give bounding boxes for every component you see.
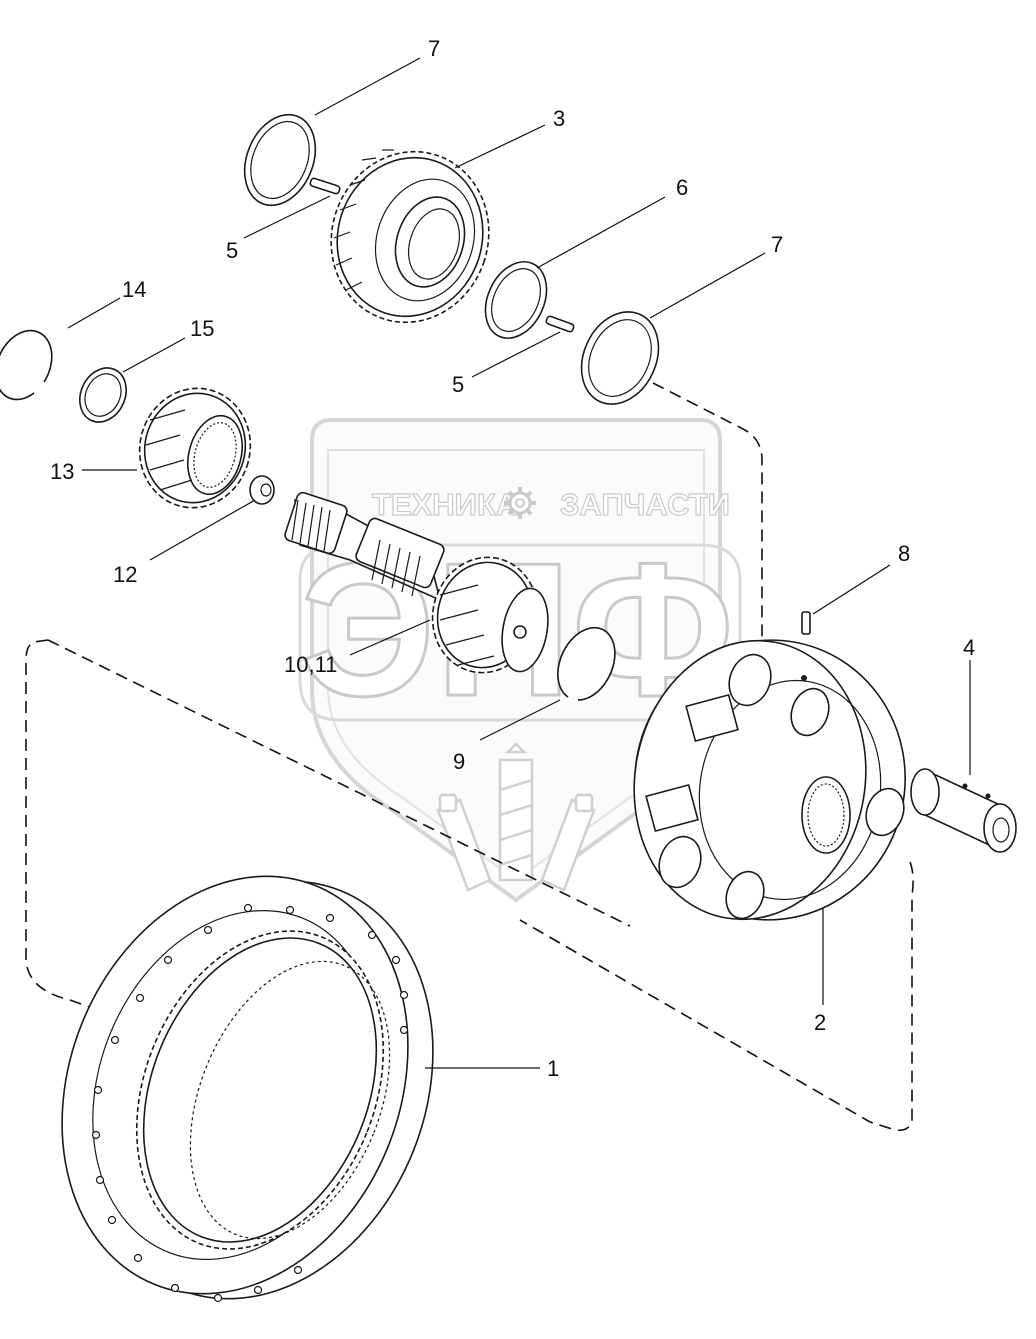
part-10-11-shaft-pinion [284,491,549,674]
callout-6: 6 [676,175,688,200]
part-15-ring [79,367,127,423]
part-8-pin [801,611,811,635]
callout-15: 15 [190,316,214,341]
part-14-snap-ring [0,329,53,401]
callout-7-lower: 7 [771,232,783,257]
part-5-pin-lower [545,315,575,333]
leader-lines [67,57,971,1069]
part-5-pin-top [309,177,341,195]
callout-14: 14 [122,277,146,302]
callout-8: 8 [898,541,910,566]
part-12-plug [249,475,275,505]
callout-7-top: 7 [428,36,440,61]
part-6-washer [484,261,548,339]
part-9-snap-ring [557,626,616,701]
part-2-planet-carrier [633,639,906,921]
part-7-thrust-washer-top [243,113,317,207]
callout-10-11: 10,11 [284,652,337,677]
watermark-brand-left: ТЕХНИКА [372,487,518,522]
callout-13: 13 [50,459,74,484]
callout-12: 12 [113,562,137,587]
callout-5-lower: 5 [452,372,464,397]
part-3-planet-gear [330,149,490,324]
callout-2: 2 [814,1010,826,1035]
gear-icon [504,487,536,519]
watermark-brand-right: ЗАПЧАСТИ [560,487,730,522]
callout-5-top: 5 [226,238,238,263]
part-7-thrust-washer-lower [580,311,660,405]
part-4-planet-shaft [910,768,1017,853]
callout-9: 9 [453,749,465,774]
callout-4: 4 [963,635,975,660]
part-1-ring-gear [61,875,434,1303]
callout-3: 3 [553,106,565,131]
callout-labels: 7 3 6 7 5 5 14 15 13 12 8 4 10,11 9 2 1 [50,36,975,1081]
part-13-sun-gear [138,387,252,509]
callout-1: 1 [547,1056,559,1081]
